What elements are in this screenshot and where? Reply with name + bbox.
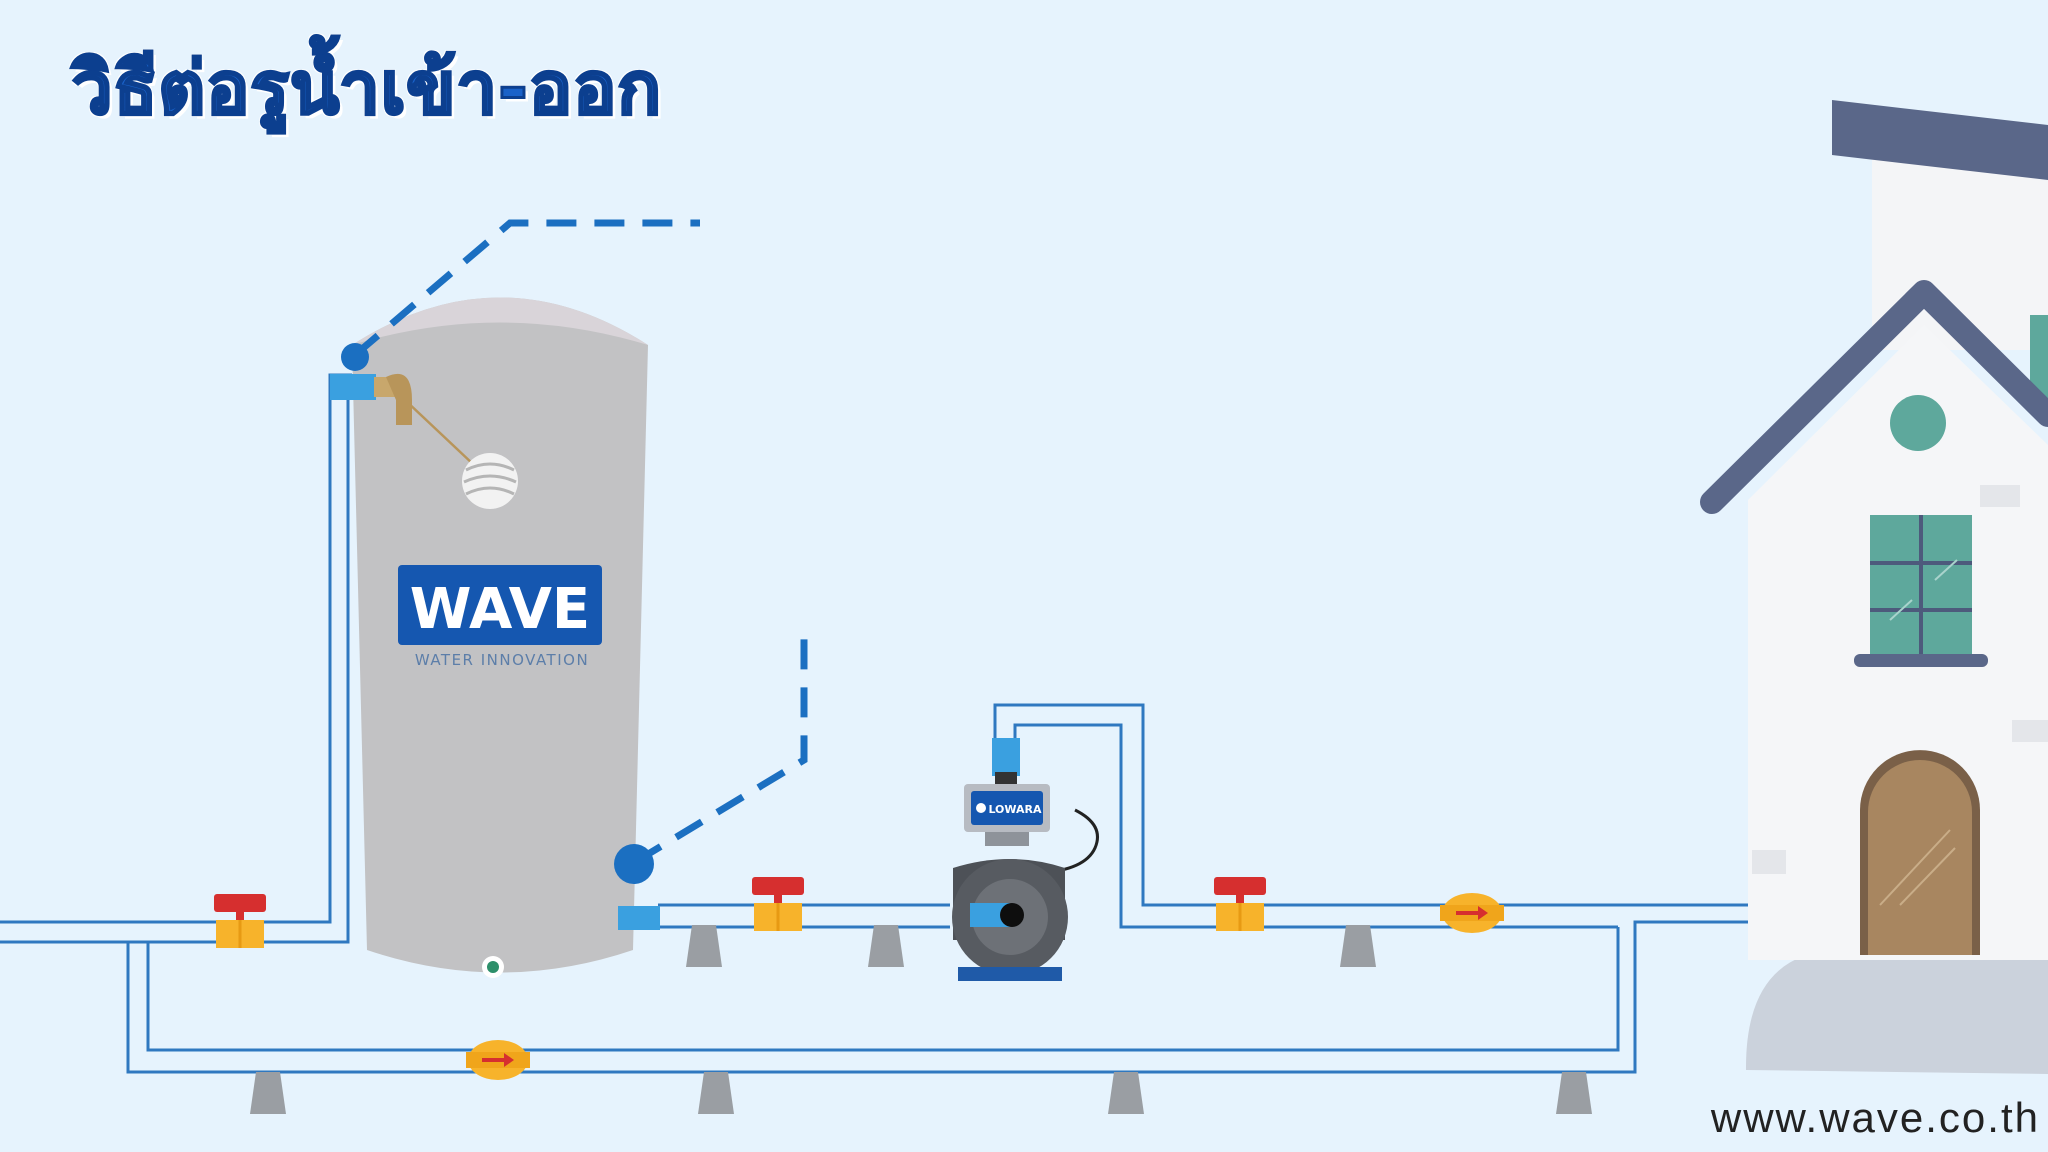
pipe-support: [868, 925, 904, 967]
inlet-pipe-inner: [0, 390, 352, 944]
pump-base: [958, 967, 1062, 981]
bypass-pipe-inner: [146, 927, 1620, 1052]
house-rear-window: [2030, 315, 2048, 405]
tank-logo: WAVE WATER INNOVATION: [398, 565, 602, 669]
house-window: [1854, 515, 1988, 667]
gate-valve-icon: [752, 877, 804, 931]
water-pump: LOWARA: [952, 738, 1099, 981]
pipe-support: [1556, 1072, 1592, 1114]
house-rear-roof: [1832, 100, 2048, 180]
tank-lid: [352, 297, 648, 345]
wall-brick: [1980, 485, 2020, 507]
outlet-fitting-icon: [618, 906, 660, 930]
house-shadow: [1745, 950, 2048, 1074]
page-title: วิธีต่อรูน้ำเข้า-ออก: [71, 45, 663, 132]
pipe-network: [0, 373, 1748, 1074]
pipe-support: [1108, 1072, 1144, 1114]
house-roof: [1700, 280, 2048, 514]
pipe-support: [698, 1072, 734, 1114]
pipe-support-group: [250, 925, 1592, 1114]
check-valve-group: [466, 893, 1504, 1080]
check-valve-icon: [466, 1040, 530, 1080]
pipe-support: [250, 1072, 286, 1114]
wall-brick: [2012, 720, 2048, 742]
gate-valve-icon: [214, 894, 266, 948]
tank-tagline: WATER INNOVATION: [415, 651, 589, 669]
house: [1700, 100, 2048, 1074]
check-valve-icon: [1440, 893, 1504, 933]
round-window: [1890, 395, 1946, 451]
pump-brand: LOWARA: [988, 803, 1042, 816]
valve-group: [214, 877, 1266, 948]
pipe-support: [1340, 925, 1376, 967]
inlet-pipe: [0, 373, 352, 924]
callout-inlet: [341, 219, 700, 371]
outlet-marker-icon: [614, 844, 654, 884]
website-url: www.wave.co.th: [1710, 1094, 2040, 1141]
drain-plug-icon: [482, 956, 504, 978]
inlet-marker-icon: [341, 343, 369, 371]
callout-outlet: [614, 630, 808, 884]
water-tank: WAVE WATER INNOVATION: [330, 297, 648, 978]
discharge-pipe: [993, 703, 1748, 907]
pressure-switch-icon: [992, 738, 1020, 776]
wall-brick: [1752, 850, 1786, 874]
pipe-support: [686, 925, 722, 967]
house-door: [1860, 750, 1980, 955]
bypass-pipe: [126, 920, 1748, 1074]
tank-brand: WAVE: [410, 577, 590, 642]
float-valve-icon: [330, 373, 518, 509]
gate-valve-icon: [1214, 877, 1266, 931]
discharge-pipe-inner: [1013, 723, 1618, 929]
